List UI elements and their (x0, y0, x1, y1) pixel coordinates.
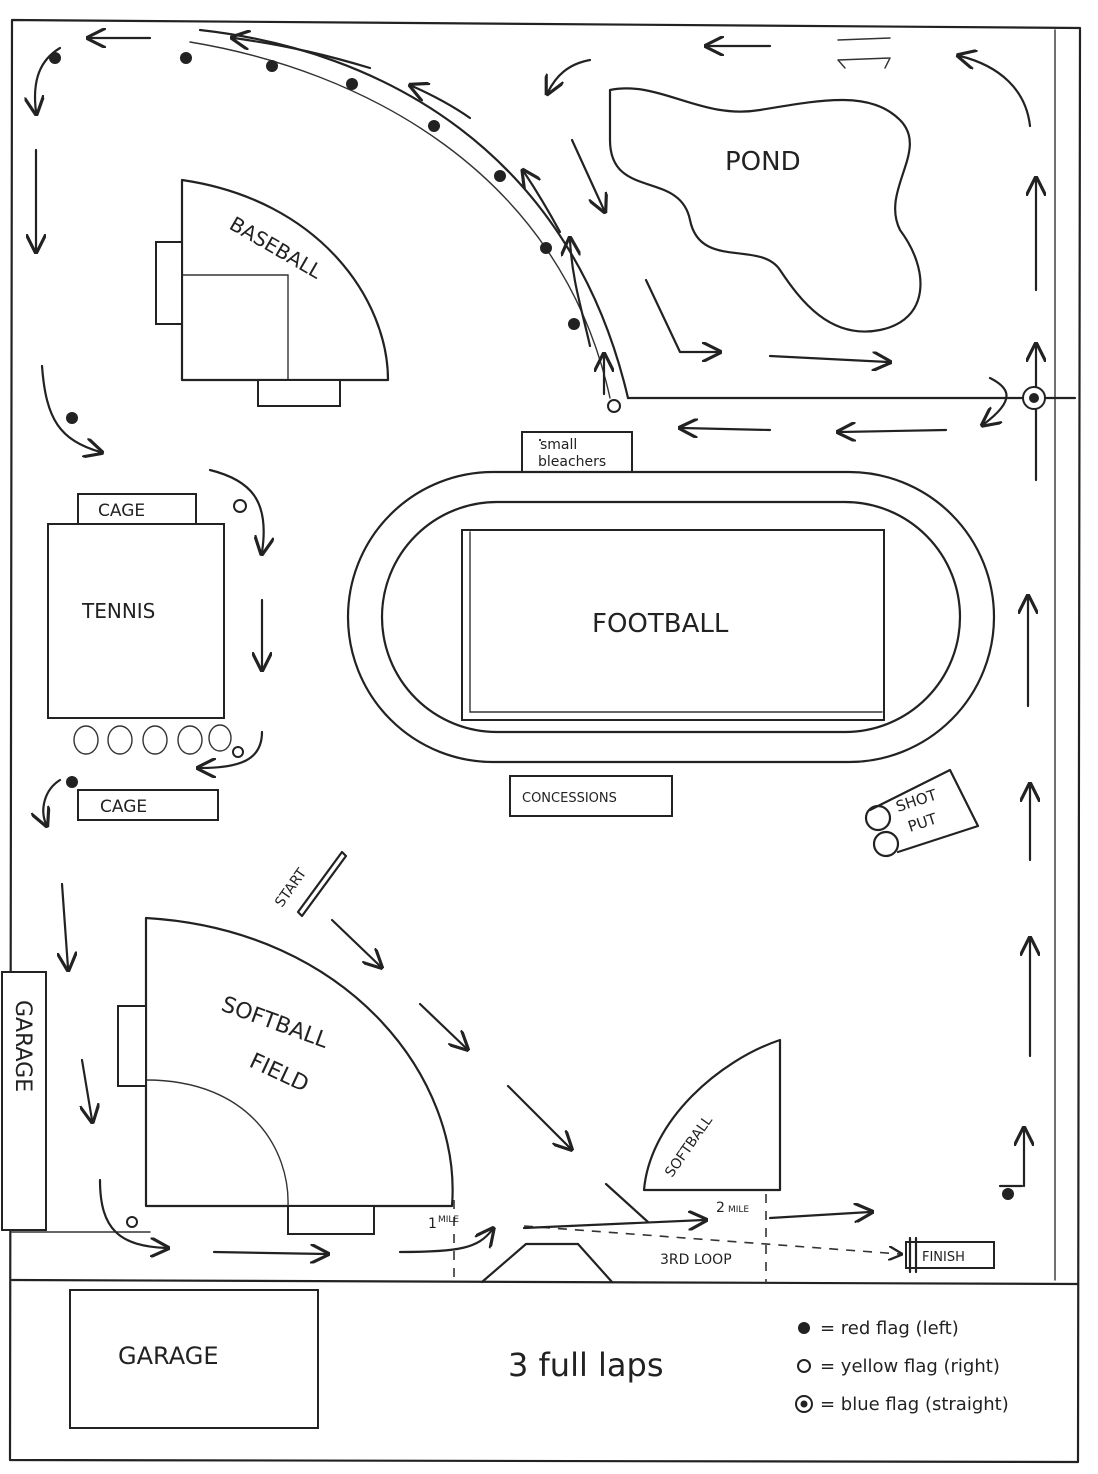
legend-blue-flag-center (800, 1400, 808, 1408)
softball-field: SOFTBALL FIELD (117, 916, 454, 1235)
small-bleachers: small bleachers (521, 431, 633, 473)
yellow-flag-marker (126, 1216, 138, 1228)
cage-top: CAGE (77, 493, 197, 525)
bench-icon (837, 37, 891, 69)
red-flag-marker (540, 242, 552, 254)
red-flag-marker (266, 60, 278, 72)
legend-red-flag-text: = red flag (left) (820, 1318, 959, 1339)
red-flag-marker (66, 412, 78, 424)
legend-blue-flag-text: = blue flag (straight) (820, 1394, 1009, 1415)
legend-red-flag-icon (798, 1322, 810, 1334)
red-flag-marker (346, 78, 358, 90)
tennis-seats (73, 724, 232, 755)
garage-bottom-label: GARAGE (118, 1342, 218, 1370)
garage-side: GARAGE (1, 971, 47, 1231)
red-flag-marker (180, 52, 192, 64)
mile1-unit: MILE (438, 1215, 459, 1225)
garage-bottom: GARAGE (69, 1289, 319, 1429)
cage-bottom-label: CAGE (100, 797, 147, 817)
football-stadium: FOOTBALL (346, 470, 996, 764)
shot-put-label-line2: PUT (906, 809, 940, 835)
third-loop-route (523, 1225, 900, 1254)
yellow-flag-marker (233, 499, 247, 513)
finish-line: FINISH (905, 1236, 995, 1274)
route-arrows (35, 38, 1036, 1254)
yellow-flag-marker (607, 399, 621, 413)
garage-side-label: GARAGE (10, 1000, 35, 1092)
yellow-flags (126, 399, 621, 1228)
concessions: CONCESSIONS (509, 775, 673, 817)
legend-yellow-flag-icon (797, 1359, 811, 1373)
start-line: START (272, 850, 348, 918)
baseball-field: BASEBALL (155, 178, 390, 407)
blue-flag-marker (1022, 386, 1046, 410)
legend-yellow-flag-text: = yellow flag (right) (820, 1356, 1000, 1377)
pond-label: POND (725, 147, 801, 177)
laps-label: 3 full laps (508, 1346, 664, 1384)
small-bleachers-label-line2: bleachers (538, 454, 606, 470)
baseball-label: BASEBALL (226, 212, 327, 284)
bottom-road-line (10, 1278, 1080, 1286)
pond: POND (608, 87, 922, 333)
third-loop-label: 3RD LOOP (660, 1252, 732, 1268)
red-flag-marker (66, 776, 78, 788)
concessions-label: CONCESSIONS (522, 791, 617, 806)
softball-small-field: SOFTBALL (642, 1038, 782, 1192)
shot-put: SHOT PUT (864, 768, 980, 858)
football-label: FOOTBALL (592, 609, 729, 639)
red-flags (49, 52, 1014, 1200)
red-flag-marker (568, 318, 580, 330)
mile2-unit: MILE (728, 1205, 749, 1215)
mile2-number: 2 (716, 1200, 725, 1216)
red-flag-marker (428, 120, 440, 132)
mile1-number: 1 (428, 1216, 437, 1232)
small-bleachers-label-line1: small (540, 437, 577, 453)
softball-field-label-line2: FIELD (245, 1049, 312, 1098)
cage-bottom: CAGE (77, 789, 219, 821)
legend: = red flag (left) = yellow flag (right) … (795, 1318, 1009, 1415)
tennis-label: TENNIS (81, 599, 155, 623)
red-flag-marker (49, 52, 61, 64)
curved-path-outer (198, 28, 630, 400)
yellow-flag-marker (232, 746, 244, 758)
tennis-court: TENNIS (47, 523, 225, 719)
finish-label: FINISH (922, 1250, 965, 1265)
red-flag-marker (1002, 1188, 1014, 1200)
red-flag-marker (494, 170, 506, 182)
softball-field-label-line1: SOFTBALL (218, 992, 332, 1054)
cage-top-label: CAGE (98, 501, 145, 521)
road-notch (480, 1242, 614, 1284)
